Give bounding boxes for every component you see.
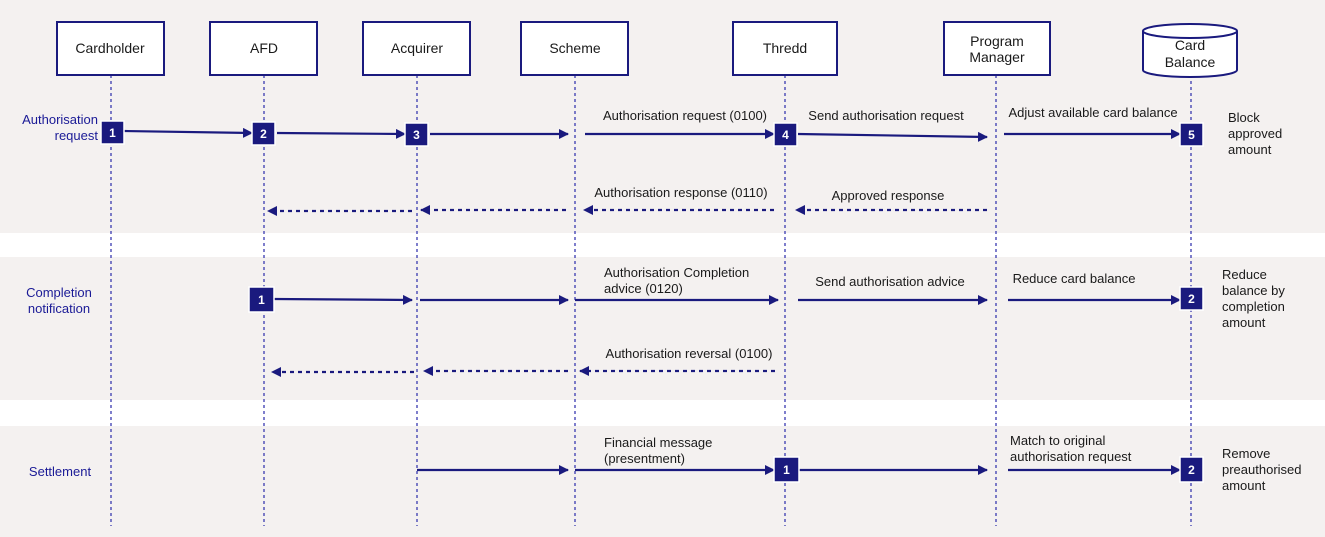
- step-1-afd-completion: 1: [248, 286, 275, 313]
- step-number: 2: [1188, 463, 1195, 477]
- actor-label-afd: AFD: [250, 40, 278, 56]
- actor-thredd[interactable]: Thredd: [732, 21, 838, 76]
- messages-authorisation: [123, 127, 1181, 216]
- note-block-amount-wrap: Block approved amount: [1228, 110, 1283, 157]
- message-label-reduce-balance: Reduce card balance: [1013, 271, 1136, 286]
- arrow-thredd-program-manager: [797, 131, 988, 142]
- arrow-cardholder-afd: [123, 127, 253, 138]
- step-number: 1: [783, 463, 790, 477]
- message-label-adjust-balance: Adjust available card balance: [1008, 105, 1177, 120]
- phase-band-completion: [0, 257, 1325, 400]
- phase-label-settlement: Settlement: [29, 464, 92, 479]
- message-label-completion-advice-wrap: Authorisation Completion advice (0120): [604, 265, 750, 296]
- message-label-approved-response: Approved response: [832, 188, 945, 203]
- message-label-auth-request: Authorisation request (0100): [603, 108, 767, 123]
- message-label-auth-reversal: Authorisation reversal (0100): [606, 346, 773, 361]
- messages-completion: [271, 294, 1181, 377]
- arrow-afd-acquirer: [276, 128, 406, 139]
- actor-program-manager[interactable]: Program Manager: [943, 21, 1051, 76]
- step-number: 4: [782, 128, 789, 142]
- note-remove-preauth: Remove preauthorised amount: [1222, 446, 1302, 493]
- actor-label-card-balance: Card Balance: [1164, 37, 1216, 70]
- step-number: 1: [109, 126, 116, 140]
- note-reduce-balance-wrap: Reduce balance by completion amount: [1222, 267, 1285, 330]
- message-label-financial-wrap: Financial message (presentment): [604, 435, 713, 466]
- step-5-card-balance: 5: [1179, 122, 1204, 147]
- message-label-completion-advice: Authorisation Completion advice (0120): [604, 265, 750, 296]
- phase-label-completion: Completion notification: [26, 285, 92, 316]
- message-label-match: Match to original authorisation request: [1010, 433, 1132, 464]
- step-number: 3: [413, 128, 420, 142]
- actor-acquirer[interactable]: Acquirer: [362, 21, 471, 76]
- message-label-match-wrap: Match to original authorisation request: [1010, 433, 1132, 464]
- step-2-card-balance-completion: 2: [1179, 286, 1204, 311]
- step-3-acquirer: 3: [404, 122, 429, 147]
- actor-label-acquirer: Acquirer: [391, 40, 443, 56]
- actor-cardholder[interactable]: Cardholder: [56, 21, 165, 76]
- arrow-afd-acquirer-completion: [273, 294, 413, 305]
- actor-scheme[interactable]: Scheme: [520, 21, 629, 76]
- actor-label-program-manager: Program Manager: [969, 32, 1025, 65]
- step-4-thredd: 4: [773, 122, 798, 147]
- actor-card-balance[interactable]: Card Balance: [1142, 23, 1238, 78]
- step-2-card-balance-settlement: 2: [1179, 456, 1204, 483]
- step-1-cardholder: 1: [100, 120, 125, 145]
- note-reduce-balance: Reduce balance by completion amount: [1222, 267, 1285, 330]
- step-2-afd: 2: [251, 121, 276, 146]
- note-block-amount: Block approved amount: [1228, 110, 1283, 157]
- step-number: 1: [258, 293, 265, 307]
- step-number: 5: [1188, 128, 1195, 142]
- message-label-auth-response: Authorisation response (0110): [594, 185, 767, 200]
- message-label-financial: Financial message (presentment): [604, 435, 713, 466]
- actor-label-cardholder: Cardholder: [75, 40, 145, 56]
- step-number: 2: [260, 127, 267, 141]
- phase-label-authorisation-wrap: Authorisation request: [22, 112, 98, 143]
- phase-band-settlement: [0, 426, 1325, 537]
- phase-label-authorisation: Authorisation request: [22, 112, 98, 143]
- message-label-send-auth-request: Send authorisation request: [808, 108, 964, 123]
- step-number: 2: [1188, 292, 1195, 306]
- message-label-send-auth-advice: Send authorisation advice: [815, 274, 965, 289]
- note-remove-preauth-wrap: Remove preauthorised amount: [1222, 446, 1302, 493]
- actor-afd[interactable]: AFD: [209, 21, 318, 76]
- actor-label-thredd: Thredd: [763, 40, 807, 56]
- step-1-thredd-settlement: 1: [773, 456, 800, 483]
- phase-label-completion-wrap: Completion notification: [26, 285, 92, 316]
- actor-label-scheme: Scheme: [549, 40, 601, 56]
